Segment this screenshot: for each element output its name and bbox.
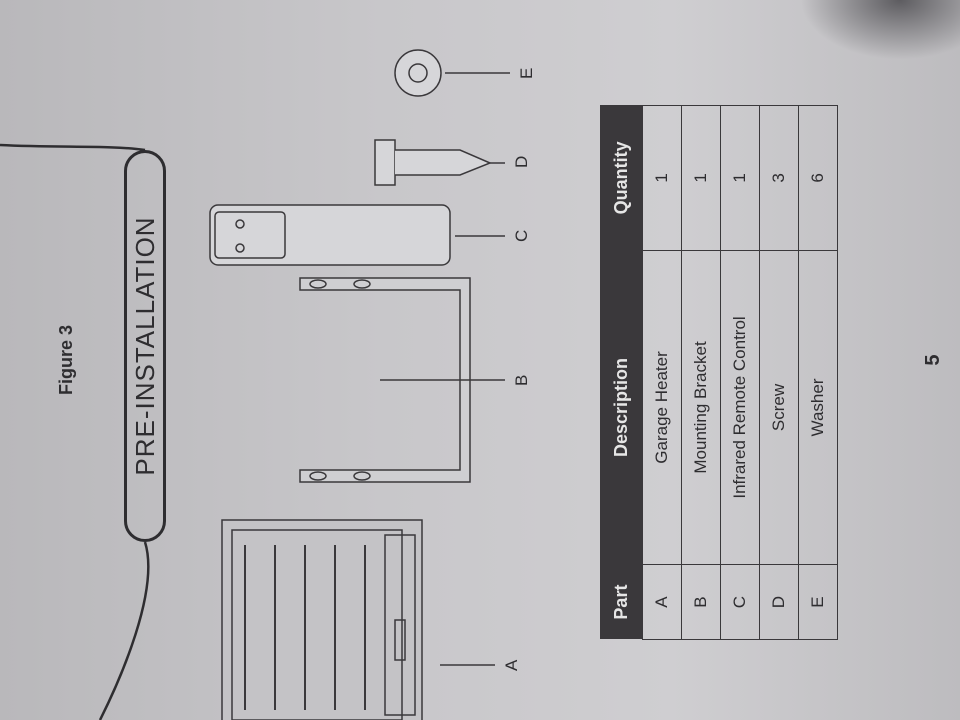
cell-quantity: 1 — [681, 105, 721, 251]
cell-quantity: 6 — [798, 105, 838, 251]
cell-quantity: 1 — [642, 105, 682, 251]
decorative-curve — [0, 143, 150, 720]
cell-description: Screw — [759, 250, 799, 565]
cell-part: C — [720, 564, 760, 640]
header-description: Description — [600, 250, 643, 565]
cell-quantity: 3 — [759, 105, 799, 251]
label-c: C — [512, 229, 531, 242]
cell-quantity: 1 — [720, 105, 760, 251]
label-d: D — [512, 155, 531, 168]
cell-description: Garage Heater — [642, 250, 682, 565]
cell-part: E — [798, 564, 838, 640]
header-part: Part — [600, 564, 643, 640]
cell-part: D — [759, 564, 799, 640]
cell-description: Mounting Bracket — [681, 250, 721, 565]
table-header: Part Description Quantity — [600, 105, 643, 640]
garage-heater-drawing — [221, 519, 423, 720]
section-title: PRE-INSTALLATION — [124, 150, 166, 542]
washer-drawing — [394, 49, 510, 97]
label-e: E — [517, 67, 536, 79]
screw-drawing — [374, 139, 505, 186]
cell-description: Washer — [798, 250, 838, 565]
header-quantity: Quantity — [600, 105, 643, 251]
remote-control-drawing — [209, 204, 505, 266]
page-number: 5 — [922, 354, 944, 366]
label-a: A — [502, 659, 521, 671]
label-b: B — [512, 374, 531, 386]
figure-title: Figure 3 — [56, 325, 76, 396]
cell-part: B — [681, 564, 721, 640]
cell-part: A — [642, 564, 682, 640]
mounting-bracket-drawing — [299, 277, 505, 483]
cell-description: Infrared Remote Control — [720, 250, 760, 565]
